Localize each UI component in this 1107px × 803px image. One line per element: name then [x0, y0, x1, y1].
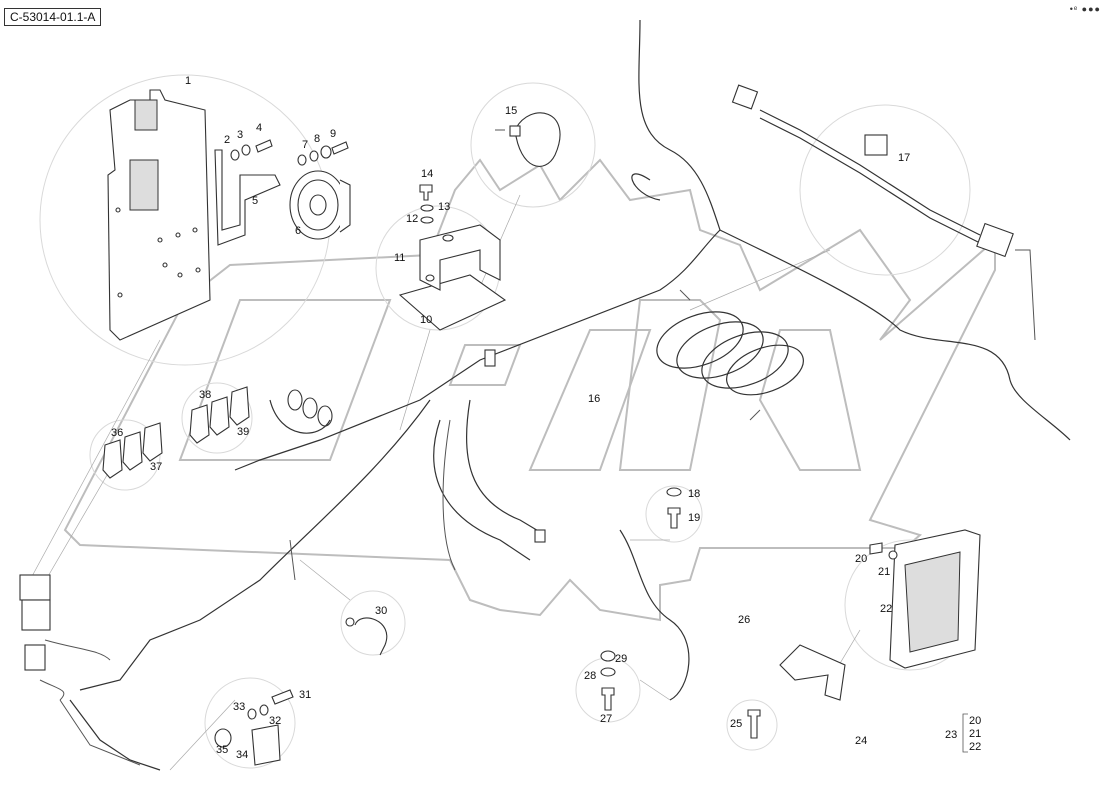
callout-11: 11 — [394, 252, 405, 264]
ecu-bracket — [779, 644, 846, 701]
corner-mark: •ᵉ ●●● — [1069, 4, 1101, 14]
callout-37: 37 — [150, 461, 162, 473]
kit-item-20: 20 — [969, 715, 981, 727]
callout-32: 32 — [269, 715, 281, 727]
kit-item-21: 21 — [969, 728, 981, 740]
callout-31: 31 — [299, 689, 311, 701]
main-wiring-harness — [59, 19, 1071, 771]
callout-35: 35 — [216, 744, 228, 756]
kit-group: 20 21 22 — [962, 713, 981, 753]
callout-28: 28 — [584, 670, 596, 682]
cable-tie — [495, 112, 561, 167]
callout-6: 6 — [295, 225, 301, 237]
callout-22: 22 — [880, 603, 892, 615]
relay-bracket — [398, 224, 507, 331]
ecu-bolt — [747, 709, 761, 739]
harness-connectors — [269, 349, 546, 543]
relay-set-a — [102, 422, 163, 479]
document-id-label: C-53014-01.1-A — [4, 8, 102, 26]
callout-25: 25 — [730, 718, 742, 730]
callout-13: 13 — [438, 201, 450, 213]
ground-wire — [619, 529, 690, 701]
callout-38: 38 — [199, 389, 211, 401]
callout-15: 15 — [505, 105, 517, 117]
fasteners-lower-left — [214, 689, 294, 766]
fuse-block — [19, 574, 111, 701]
callout-26: 26 — [738, 614, 750, 626]
fasteners-center — [666, 487, 682, 529]
callout-21: 21 — [878, 566, 890, 578]
callout-18: 18 — [688, 488, 700, 500]
control-unit — [869, 529, 981, 669]
callout-33: 33 — [233, 701, 245, 713]
callout-36: 36 — [111, 427, 123, 439]
callout-29: 29 — [615, 653, 627, 665]
fasteners-lower-center — [600, 650, 616, 711]
fasteners-upper — [230, 139, 349, 166]
connector-harness — [731, 84, 1036, 341]
watermark-logo — [63, 158, 996, 622]
callout-10: 10 — [420, 314, 432, 326]
callout-20: 20 — [855, 553, 867, 565]
callout-12: 12 — [406, 213, 418, 225]
callout-3: 3 — [237, 129, 243, 141]
callout-17: 17 — [898, 152, 910, 164]
fasteners-bracket — [419, 184, 434, 224]
callout-4: 4 — [256, 122, 262, 134]
coiled-harness — [656, 289, 804, 421]
callout-9: 9 — [330, 128, 336, 140]
callout-34: 34 — [236, 749, 248, 761]
callout-24: 24 — [855, 735, 867, 747]
mounting-plate — [107, 89, 211, 341]
kit-item-22: 22 — [969, 741, 981, 753]
horn-bracket — [214, 149, 281, 246]
callout-5: 5 — [252, 195, 258, 207]
callout-2: 2 — [224, 134, 230, 146]
callout-8: 8 — [314, 133, 320, 145]
p-clamp — [345, 617, 388, 656]
callout-7: 7 — [302, 139, 308, 151]
callout-14: 14 — [421, 168, 433, 180]
callout-30: 30 — [375, 605, 387, 617]
detail-circles — [39, 74, 976, 769]
callout-27: 27 — [600, 713, 612, 725]
callouts: 1 2 3 4 5 6 7 8 9 10 11 12 13 14 15 16 1… — [111, 75, 957, 761]
horn — [289, 170, 351, 240]
callout-19: 19 — [688, 512, 700, 524]
callout-1: 1 — [185, 75, 191, 87]
callout-39: 39 — [237, 426, 249, 438]
callout-23: 23 — [945, 729, 957, 741]
relay-set-b — [189, 386, 250, 444]
callout-16: 16 — [588, 393, 600, 405]
